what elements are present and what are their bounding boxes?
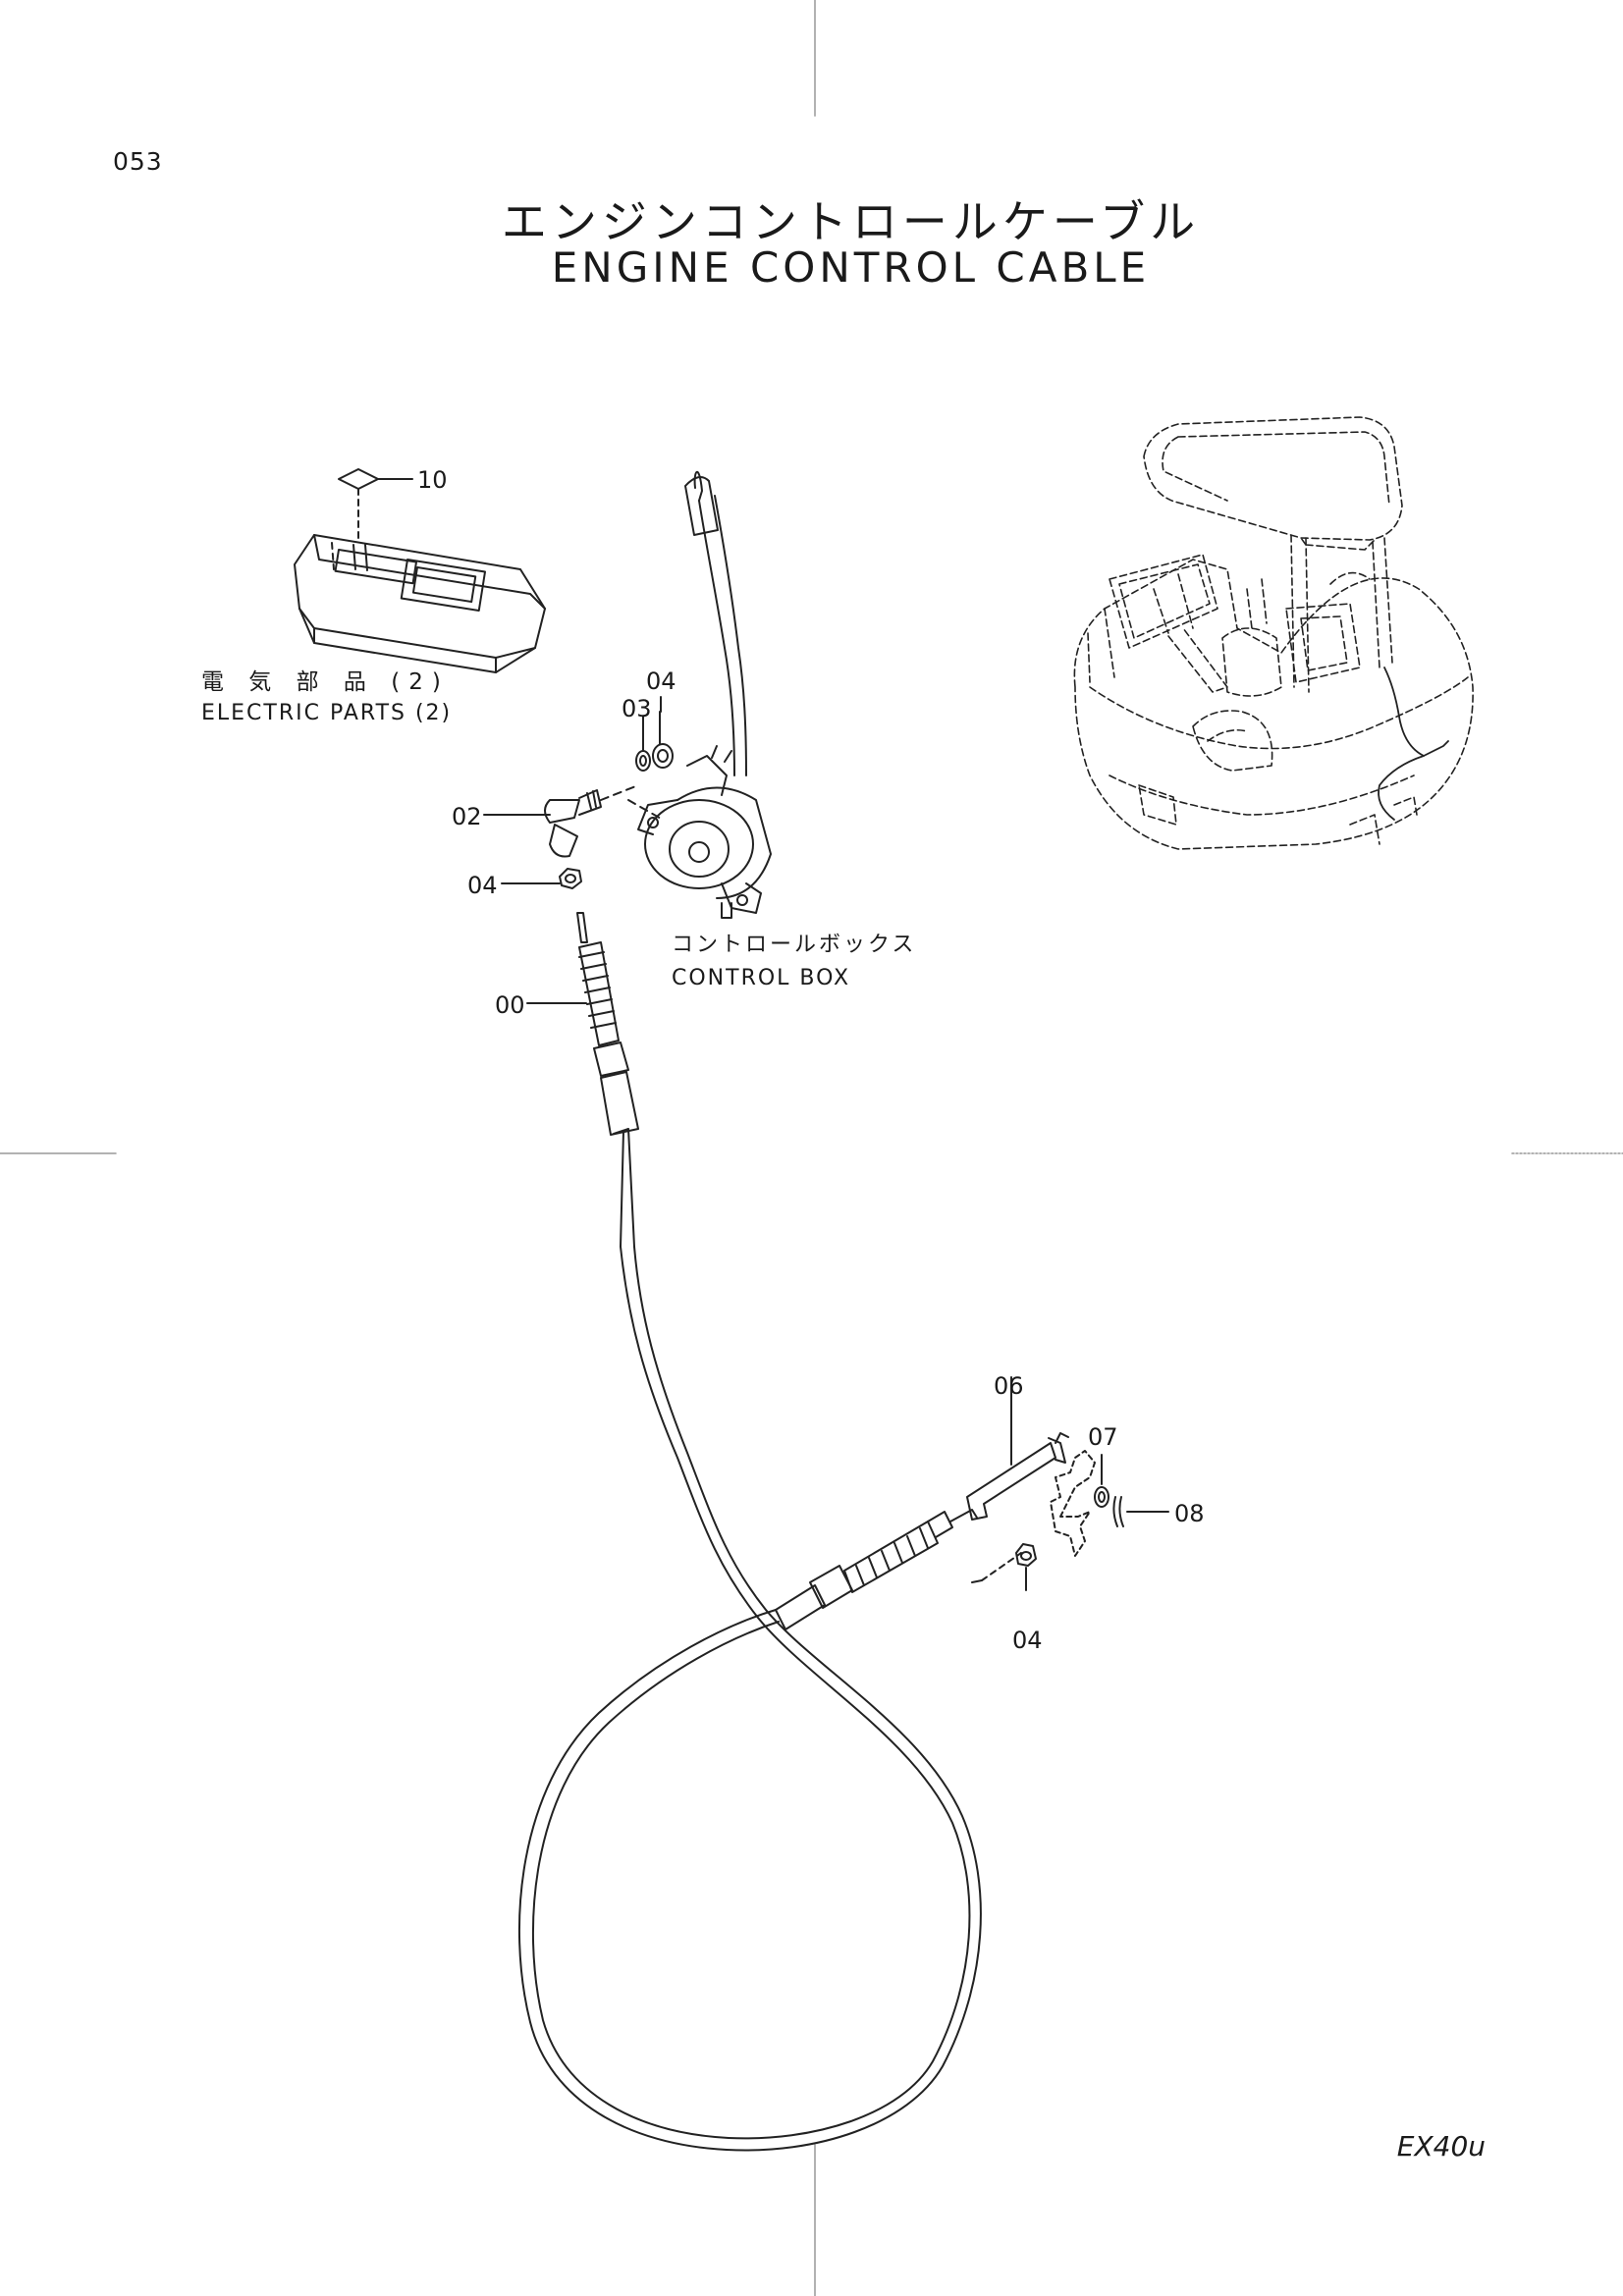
fitting-parts <box>544 711 674 889</box>
callout-06: 06 <box>994 1372 1024 1400</box>
electric-parts-panel <box>294 468 546 673</box>
model-code: EX40u <box>1396 2130 1486 2163</box>
machine-overview <box>1073 416 1474 850</box>
callout-03: 03 <box>622 695 652 722</box>
callout-02: 02 <box>452 803 482 830</box>
cable-route-indicator <box>1378 667 1449 821</box>
page-title-japanese: エンジンコントロールケーブル <box>501 195 1201 248</box>
callout-04-top: 04 <box>646 667 676 695</box>
control-box-label-en: CONTROL BOX <box>672 966 851 990</box>
callout-04-left: 04 <box>467 872 498 899</box>
page-number: 053 <box>113 147 163 176</box>
control-box-label-jp: コントロールボックス <box>672 933 917 957</box>
engine-bracket <box>966 1376 1169 1591</box>
electric-parts-label-jp: 電 気 部 品 (2) <box>201 669 450 695</box>
engine-control-cable <box>518 912 982 2152</box>
callout-07: 07 <box>1088 1423 1118 1451</box>
control-box <box>637 470 772 919</box>
page-title-english: ENGINE CONTROL CABLE <box>551 243 1151 292</box>
leader-lines <box>483 696 662 1004</box>
electric-parts-label-en: ELECTRIC PARTS (2) <box>201 701 453 725</box>
callout-04-bottom: 04 <box>1012 1627 1043 1654</box>
callout-00: 00 <box>495 991 525 1019</box>
callout-10: 10 <box>417 466 448 494</box>
callout-08: 08 <box>1174 1500 1205 1527</box>
